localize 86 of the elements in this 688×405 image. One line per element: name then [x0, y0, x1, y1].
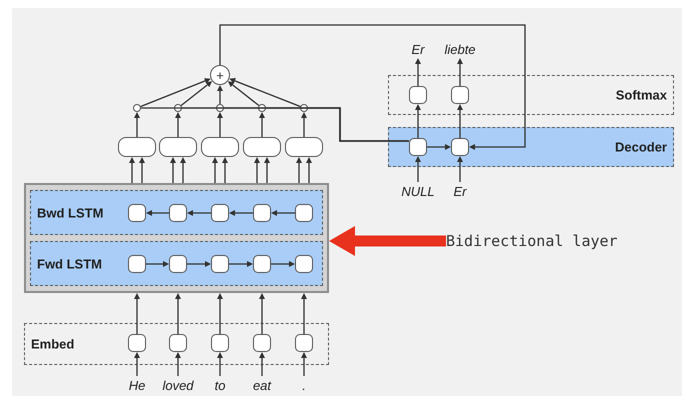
arrow: [271, 261, 295, 267]
unit-cell: [128, 254, 146, 272]
arrow: [222, 157, 228, 183]
word-label: liebte: [438, 40, 482, 58]
unit-cell: [294, 204, 312, 222]
arrow: [415, 58, 421, 86]
word-label: Er: [440, 182, 480, 200]
arrow: [229, 78, 301, 108]
concat-cell: [159, 137, 197, 157]
layer-band: [388, 75, 674, 115]
layer-band: [24, 323, 329, 365]
unit-cell: [294, 254, 312, 272]
connector-line: [308, 107, 409, 142]
unit-cell: [450, 138, 468, 156]
arrow: [146, 210, 169, 216]
layer-label: Softmax: [616, 88, 667, 102]
concat-cell: [243, 137, 281, 157]
arrow: [301, 112, 307, 137]
unit-cell: [168, 254, 186, 272]
arrow: [180, 81, 212, 106]
word-label: to: [200, 376, 240, 394]
arrow: [134, 293, 140, 334]
layer-band: [30, 241, 323, 286]
arrow: [140, 78, 211, 108]
arrow: [129, 157, 135, 183]
word-label: He: [117, 376, 157, 394]
arrow: [217, 112, 223, 137]
layer-frame: [24, 183, 329, 293]
layer-label: Embed: [31, 336, 74, 352]
arrow: [427, 144, 451, 150]
arrow: [219, 24, 526, 150]
word-label: loved: [158, 376, 198, 394]
arrow: [187, 210, 211, 216]
unit-cell: [168, 204, 186, 222]
arrow: [175, 352, 181, 376]
note-text: Bidirectional layer: [446, 229, 678, 253]
arrow: [259, 352, 265, 376]
arrow: [415, 104, 421, 138]
arrow: [217, 85, 223, 104]
unit-cell: [252, 254, 270, 272]
arrow: [170, 157, 176, 183]
arrow: [180, 157, 186, 183]
arrow: [229, 210, 253, 216]
unit-cell: [252, 204, 270, 222]
arrow: [301, 293, 307, 334]
layer-band: [30, 190, 323, 235]
arrow: [146, 261, 169, 267]
unit-cell: [210, 204, 228, 222]
arrow: [271, 210, 295, 216]
arrow: [212, 157, 218, 183]
arrow: [264, 157, 270, 183]
unit-cell: [210, 254, 228, 272]
arrow: [329, 226, 446, 256]
arrow: [457, 156, 463, 182]
arrow: [296, 157, 302, 183]
layer-band: [388, 127, 674, 167]
arrow: [134, 112, 140, 137]
arrow: [134, 352, 140, 376]
word-label: .: [284, 376, 324, 394]
arrow: [457, 58, 463, 86]
arrow: [175, 112, 181, 137]
arrow: [301, 352, 307, 376]
arrow: [228, 81, 260, 106]
concat-cell: [285, 137, 323, 157]
unit-cell: [128, 204, 146, 222]
layer-label: Decoder: [614, 140, 667, 154]
arrow: [259, 112, 265, 137]
word-label: eat: [242, 376, 282, 394]
concat-cell: [118, 137, 156, 157]
layer-label: Fwd LSTM: [37, 256, 102, 271]
arrow: [175, 293, 181, 334]
arrow: [139, 157, 145, 183]
word-label: Er: [398, 40, 438, 58]
layer-label: Bwd LSTM: [37, 205, 104, 220]
unit-cell: [408, 138, 426, 156]
arrow: [457, 104, 463, 138]
concat-cell: [201, 137, 239, 157]
arrow: [306, 157, 312, 183]
arrow: [415, 156, 421, 182]
arrow: [229, 261, 253, 267]
arrow: [254, 157, 260, 183]
word-label: NULL: [393, 182, 443, 200]
arrow: [217, 352, 223, 376]
arrow: [217, 293, 223, 334]
arrow: [259, 293, 265, 334]
arrow: [187, 261, 211, 267]
